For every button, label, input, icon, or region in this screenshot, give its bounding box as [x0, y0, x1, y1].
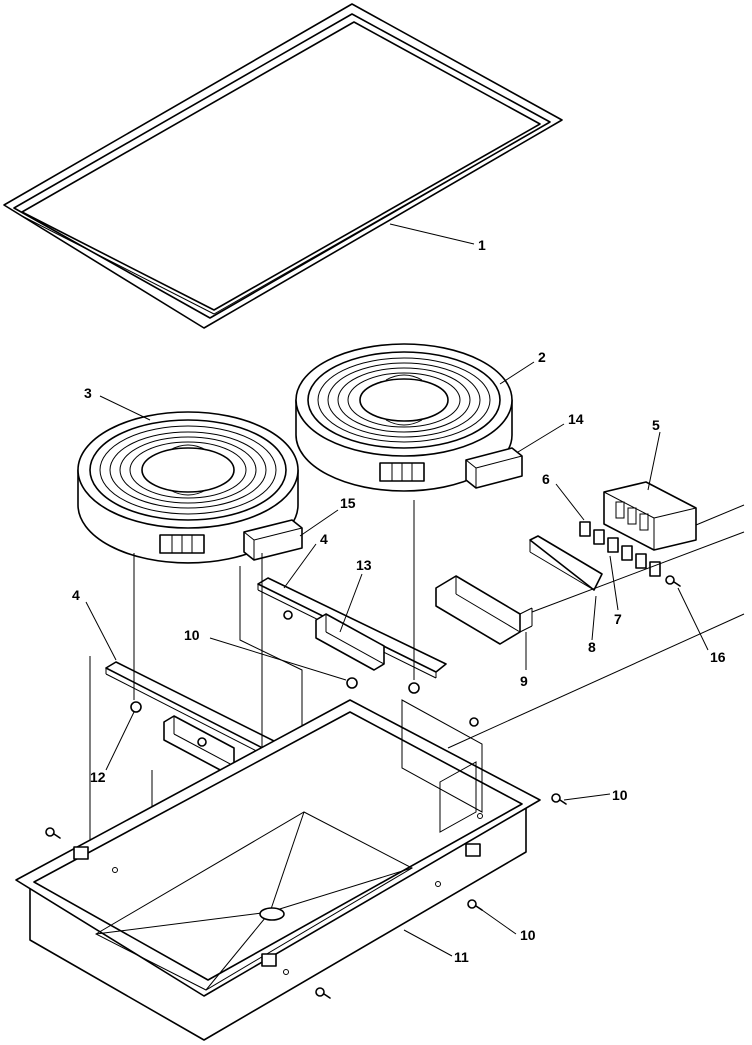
callout-2: 2	[538, 349, 546, 365]
insulator-plate	[529, 535, 603, 591]
callout-4-right: 4	[320, 531, 328, 547]
left-radiant-element	[77, 411, 299, 564]
callout-12: 12	[90, 769, 106, 785]
callout-4-left: 4	[72, 587, 80, 603]
callout-6: 6	[542, 471, 550, 487]
terminal-block	[603, 481, 745, 551]
screw-16	[665, 575, 681, 587]
callout-13: 13	[356, 557, 372, 573]
limiter-15	[243, 519, 303, 561]
terminal-clips	[579, 521, 661, 577]
callout-7: 7	[614, 611, 622, 627]
callout-1: 1	[478, 237, 486, 253]
callout-labels: 1 2 3 14 5 6 15 4 13 4 7 10 8 16 9 12 10…	[72, 237, 726, 965]
callout-5: 5	[652, 417, 660, 433]
callout-3: 3	[84, 385, 92, 401]
callout-8: 8	[588, 639, 596, 655]
leader-lines	[85, 223, 709, 957]
callout-10-right: 10	[612, 787, 628, 803]
callout-14: 14	[568, 411, 584, 427]
glass-cooktop-panel	[3, 3, 563, 329]
callout-11: 11	[454, 949, 469, 965]
channel-13	[315, 613, 385, 671]
callout-16: 16	[710, 649, 726, 665]
base-pan	[15, 613, 745, 1041]
loose-screws	[45, 793, 567, 999]
callout-9: 9	[520, 673, 528, 689]
callout-10-upper: 10	[184, 627, 200, 643]
callout-15: 15	[340, 495, 356, 511]
terminal-bracket	[435, 531, 745, 645]
callout-10-lower: 10	[520, 927, 536, 943]
limiter-14	[465, 447, 523, 489]
right-radiant-element	[295, 343, 513, 492]
